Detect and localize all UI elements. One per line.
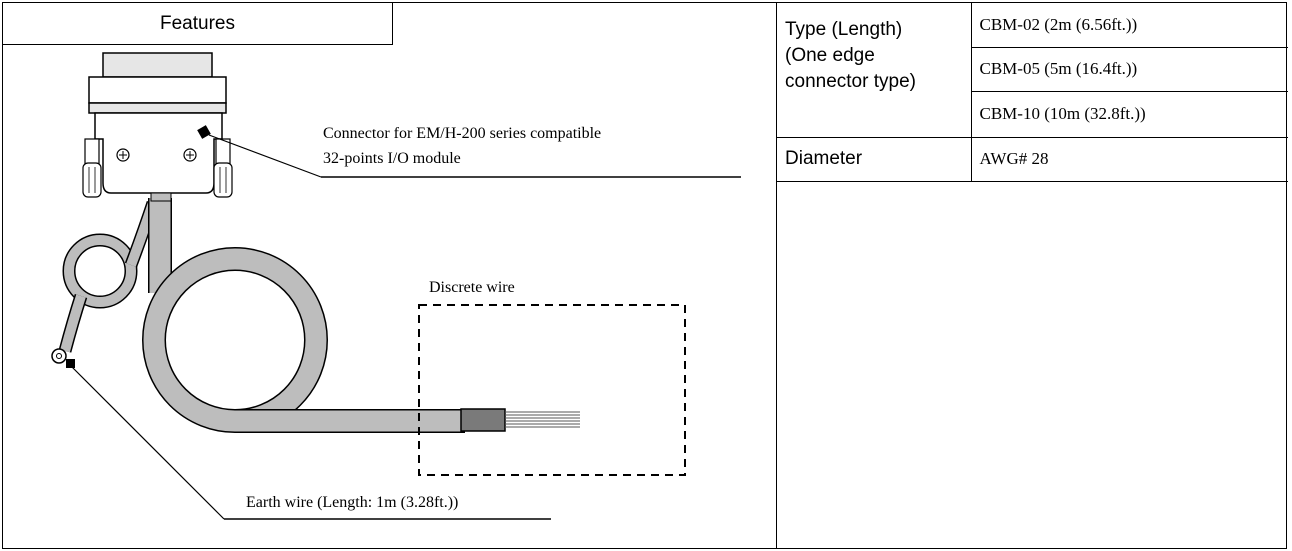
discrete-wire-box xyxy=(418,304,686,476)
cable-drawing: Connector for EM/H-200 series compatible… xyxy=(51,52,741,520)
spec-table: Type (Length) (One edge connector type) … xyxy=(777,3,1288,182)
connector-icon xyxy=(82,52,233,202)
spec-row-type-2: CBM-05 (5m (16.4ft.)) xyxy=(777,46,1288,92)
ring-terminal-icon xyxy=(51,348,75,368)
spec-row-type-3: CBM-10 (10m (32.8ft.)) xyxy=(777,90,1288,138)
type-label-line1: Type (Length) xyxy=(785,19,903,40)
earth-wire xyxy=(58,200,160,353)
diameter-label: Diameter xyxy=(777,136,972,182)
column-divider xyxy=(776,3,777,548)
discrete-wire-label: Discrete wire xyxy=(429,279,515,296)
discrete-wire-ends xyxy=(505,411,580,428)
spec-row-type-1: Type (Length) (One edge connector type) … xyxy=(777,3,1288,138)
features-header: Features xyxy=(3,3,393,45)
earth-wire-label: Earth wire (Length: 1m (3.28ft.)) xyxy=(246,494,458,511)
diameter-value: AWG# 28 xyxy=(970,136,1288,182)
type-value-cbm-05: CBM-05 (5m (16.4ft.)) xyxy=(971,46,1288,92)
spec-row-diameter: Diameter AWG# 28 xyxy=(777,136,1288,182)
type-label-cell: Type (Length) (One edge connector type) xyxy=(777,3,972,138)
connector-label-line1: Connector for EM/H-200 series compatible xyxy=(323,125,601,142)
main-cable xyxy=(142,198,580,433)
type-label-line2: (One edge xyxy=(785,45,875,66)
type-label-line3: connector type) xyxy=(785,71,916,92)
connector-leader xyxy=(208,134,741,178)
features-title: Features xyxy=(160,12,235,34)
earth-leader xyxy=(70,365,551,520)
connector-label-line2: 32-points I/O module xyxy=(323,150,461,167)
type-value-cbm-02: CBM-02 (2m (6.56ft.)) xyxy=(970,3,1288,48)
type-value-cbm-10: CBM-10 (10m (32.8ft.)) xyxy=(971,90,1288,138)
